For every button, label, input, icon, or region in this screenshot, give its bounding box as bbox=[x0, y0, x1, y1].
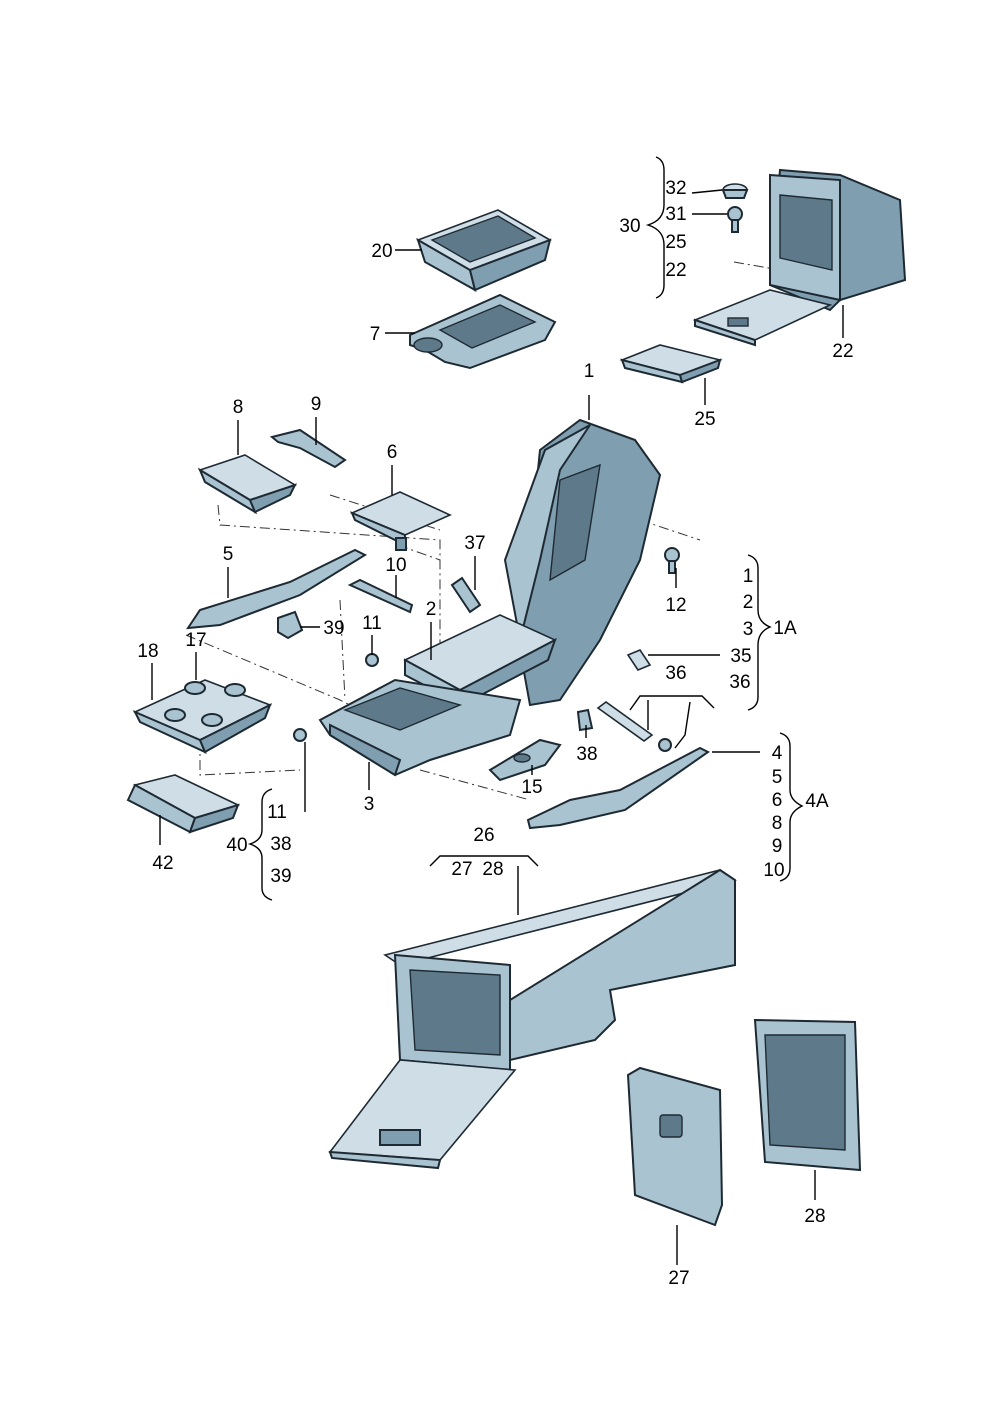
group-4A-item: 5 bbox=[772, 767, 783, 788]
part-4-side-trim bbox=[526, 746, 710, 830]
callout-10: 10 bbox=[385, 555, 406, 576]
callout-38: 38 bbox=[576, 744, 597, 765]
part-39-clip bbox=[277, 610, 304, 640]
part-5-trim-strip bbox=[186, 548, 368, 630]
callout-labels: 1 2 3 4 5 6 7 8 9 10 11 11 12 15 17 18 2… bbox=[137, 241, 853, 1289]
callout-39: 39 bbox=[323, 618, 344, 639]
group-braces bbox=[247, 156, 804, 901]
group-30-item: 32 bbox=[665, 178, 686, 199]
callout-8: 8 bbox=[233, 397, 244, 418]
part-26-tunnel-duct bbox=[328, 868, 737, 1170]
callout-11: 11 bbox=[267, 802, 287, 823]
callout-28: 28 bbox=[804, 1206, 825, 1227]
leader-lines bbox=[151, 189, 844, 1265]
parts-17-18-switch-panel bbox=[132, 679, 272, 754]
part-25-cover bbox=[619, 344, 723, 384]
callout-5: 5 bbox=[223, 544, 234, 565]
part-27-side-panel bbox=[626, 1066, 724, 1227]
group-1A-list: 1A 1 2 3 35 36 bbox=[729, 566, 797, 693]
group-1A-item: 2 bbox=[743, 592, 754, 613]
part-36-rod bbox=[596, 701, 672, 752]
callout-20: 20 bbox=[371, 241, 392, 262]
assembly-guide-lines bbox=[185, 261, 781, 801]
group-40-item: 39 bbox=[270, 866, 291, 887]
part-8-cap bbox=[197, 454, 297, 515]
group-26-item: 28 bbox=[482, 859, 503, 880]
callout-4: 4 bbox=[772, 743, 783, 764]
callout-7: 7 bbox=[370, 324, 381, 345]
part-12-screw bbox=[664, 547, 680, 574]
group-4A-list: 4A 4 5 6 8 9 10 bbox=[763, 767, 829, 881]
group-30-list: 30 32 31 25 22 bbox=[619, 178, 686, 281]
part-7-tray-frame bbox=[409, 293, 557, 370]
callout-27: 27 bbox=[668, 1268, 689, 1289]
group-4A-item: 6 bbox=[772, 790, 783, 811]
part-28-net-panel bbox=[753, 1018, 862, 1172]
part-1-console-body bbox=[503, 418, 662, 707]
part-3-base-tray bbox=[318, 678, 522, 777]
callout-26: 26 bbox=[473, 825, 494, 846]
callout-25: 25 bbox=[694, 409, 715, 430]
callout-35: 35 bbox=[730, 646, 751, 667]
callout-42: 42 bbox=[152, 853, 173, 874]
group-4A-item: 8 bbox=[772, 813, 783, 834]
callout-11: 11 bbox=[362, 613, 382, 634]
group-1A-item: 1 bbox=[743, 566, 754, 587]
group-1A-label: 1A bbox=[773, 618, 797, 639]
part-2-armrest bbox=[403, 614, 557, 707]
part-22-rear-storage-box bbox=[692, 168, 907, 347]
callout-17: 17 bbox=[185, 630, 206, 651]
callout-15: 15 bbox=[521, 777, 542, 798]
callout-6: 6 bbox=[387, 442, 398, 463]
part-15-switch bbox=[488, 738, 562, 782]
callout-3: 3 bbox=[364, 794, 375, 815]
callout-2: 2 bbox=[426, 599, 437, 620]
group-1A-item: 36 bbox=[729, 672, 750, 693]
parts-32-31-fasteners bbox=[721, 183, 749, 233]
callout-18: 18 bbox=[137, 641, 158, 662]
group-26-list: 27 28 bbox=[451, 859, 503, 880]
part-42-air-vent bbox=[126, 774, 241, 834]
part-10-bracket bbox=[347, 578, 414, 614]
group-4A-label: 4A bbox=[805, 791, 829, 812]
part-9-trim-clip bbox=[269, 428, 347, 469]
group-40-list: 40 11 38 39 bbox=[226, 834, 291, 887]
group-30-item: 31 bbox=[665, 204, 686, 225]
group-4A-item: 10 bbox=[763, 860, 784, 881]
part-38-clip bbox=[576, 708, 594, 732]
group-1A-item: 3 bbox=[743, 619, 754, 640]
group-30-item: 25 bbox=[665, 232, 686, 253]
callout-22: 22 bbox=[832, 341, 853, 362]
group-30-label: 30 bbox=[619, 216, 640, 237]
callout-36: 36 bbox=[665, 663, 686, 684]
part-6-cover-plate bbox=[349, 491, 452, 551]
group-30-item: 22 bbox=[665, 260, 686, 281]
callout-1: 1 bbox=[584, 361, 595, 382]
group-40-item: 38 bbox=[270, 834, 291, 855]
group-4A-item: 9 bbox=[772, 836, 783, 857]
callout-9: 9 bbox=[311, 394, 322, 415]
callout-37: 37 bbox=[464, 533, 485, 554]
group-40-label: 40 bbox=[226, 835, 247, 856]
part-20-storage-tray bbox=[416, 209, 552, 293]
group-26-item: 27 bbox=[451, 859, 472, 880]
callout-12: 12 bbox=[665, 595, 686, 616]
part-37-pin bbox=[450, 576, 482, 614]
part-35-sleeve bbox=[626, 649, 652, 671]
